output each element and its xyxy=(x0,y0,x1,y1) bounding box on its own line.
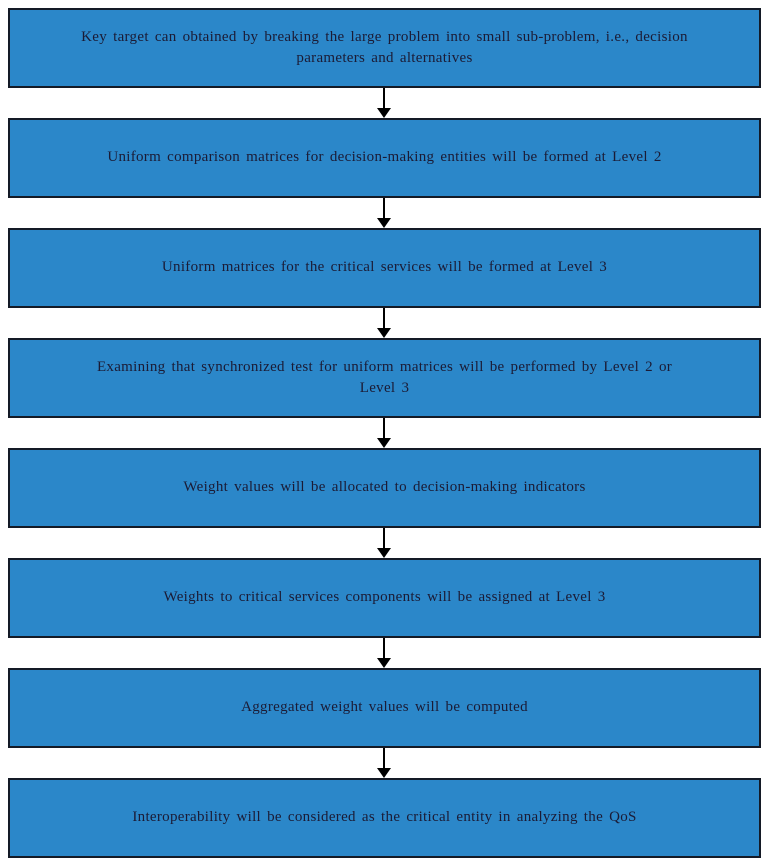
flow-step-8-label: Interoperability will be considered as t… xyxy=(132,809,637,826)
flow-step-2-label: Uniform comparison matrices for decision… xyxy=(107,149,662,166)
flow-step-4-label: Examining that synchronized test for uni… xyxy=(96,358,673,396)
flow-step-5-label: Weight values will be allocated to decis… xyxy=(183,479,586,496)
connector-2-3 xyxy=(0,198,768,228)
connector-1-2 xyxy=(0,88,768,118)
flow-step-5: Weight values will be allocated to decis… xyxy=(8,448,761,528)
flow-step-7-label: Aggregated weight values will be compute… xyxy=(241,699,528,716)
down-arrowhead-icon xyxy=(377,438,391,448)
flow-step-4: Examining that synchronized test for uni… xyxy=(8,338,761,418)
down-arrowhead-icon xyxy=(377,328,391,338)
down-arrowhead-icon xyxy=(377,548,391,558)
flow-step-1-label: Key target can obtained by breaking the … xyxy=(81,28,688,66)
arrow-line xyxy=(383,418,385,438)
arrow-line xyxy=(383,638,385,658)
connector-5-6 xyxy=(0,528,768,558)
connector-4-5 xyxy=(0,418,768,448)
flow-step-7: Aggregated weight values will be compute… xyxy=(8,668,761,748)
connector-7-8 xyxy=(0,748,768,778)
flow-step-8: Interoperability will be considered as t… xyxy=(8,778,761,858)
arrow-line xyxy=(383,748,385,768)
arrow-line xyxy=(383,198,385,218)
connector-3-4 xyxy=(0,308,768,338)
down-arrowhead-icon xyxy=(377,108,391,118)
down-arrowhead-icon xyxy=(377,768,391,778)
arrow-line xyxy=(383,308,385,328)
flow-step-6-label: Weights to critical services components … xyxy=(163,589,606,606)
arrow-line xyxy=(383,528,385,548)
down-arrowhead-icon xyxy=(377,658,391,668)
flow-step-1: Key target can obtained by breaking the … xyxy=(8,8,761,88)
flow-step-3: Uniform matrices for the critical servic… xyxy=(8,228,761,308)
connector-6-7 xyxy=(0,638,768,668)
arrow-line xyxy=(383,88,385,108)
flow-step-2: Uniform comparison matrices for decision… xyxy=(8,118,761,198)
down-arrowhead-icon xyxy=(377,218,391,228)
flow-step-3-label: Uniform matrices for the critical servic… xyxy=(161,259,608,276)
flow-step-6: Weights to critical services components … xyxy=(8,558,761,638)
